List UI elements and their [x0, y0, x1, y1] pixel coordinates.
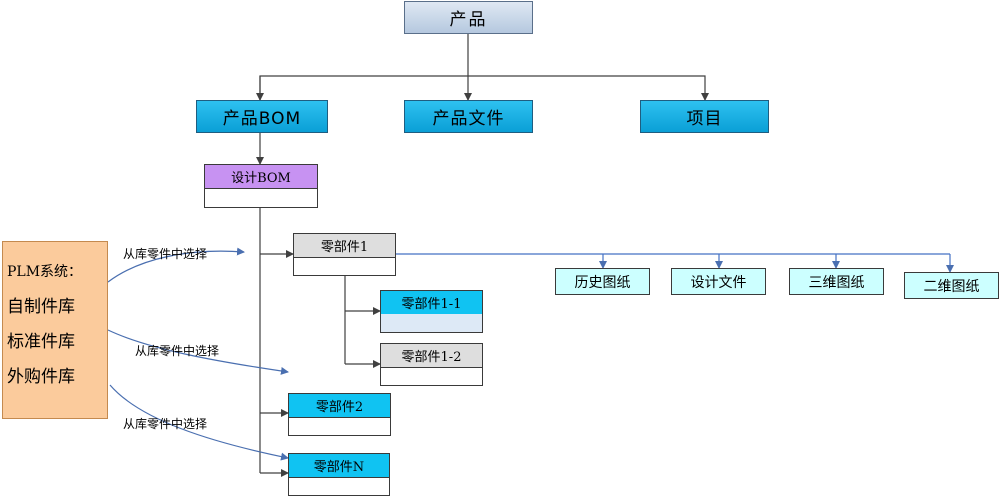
node-part-2-label: 零部件2	[289, 394, 390, 418]
node-part-2: 零部件2	[288, 393, 391, 436]
doc-2d-drawing: 二维图纸	[904, 272, 999, 299]
node-part-1-1-label: 零部件1-1	[381, 291, 482, 315]
doc-design-file-label: 设计文件	[690, 274, 747, 291]
node-project: 项目	[640, 100, 769, 133]
node-design-bom: 设计BOM	[204, 164, 318, 208]
doc-design-file: 设计文件	[671, 268, 766, 295]
plm-library-self-made: 自制件库	[7, 297, 75, 317]
doc-3d-drawing: 三维图纸	[789, 268, 884, 295]
node-part-1-2-label: 零部件1-2	[381, 344, 482, 368]
node-product: 产品	[404, 1, 533, 34]
doc-history-drawing: 历史图纸	[555, 268, 650, 295]
node-product-bom: 产品BOM	[196, 100, 328, 133]
select-note-2: 从库零件中选择	[135, 344, 220, 358]
doc-2d-drawing-label: 二维图纸	[923, 278, 980, 295]
node-part-1-2: 零部件1-2	[380, 343, 483, 386]
node-part-1-label: 零部件1	[294, 234, 395, 258]
plm-library-standard: 标准件库	[7, 332, 75, 352]
plm-system-box: PLM系统： 自制件库 标准件库 外购件库	[2, 241, 108, 419]
node-part-1: 零部件1	[293, 233, 396, 276]
node-project-label: 项目	[686, 109, 723, 129]
node-product-label: 产品	[449, 10, 488, 30]
node-product-files: 产品文件	[404, 100, 533, 133]
node-part-n-label: 零部件N	[289, 454, 389, 478]
doc-history-drawing-label: 历史图纸	[574, 274, 631, 291]
doc-3d-drawing-label: 三维图纸	[808, 274, 865, 291]
plm-library-purchased: 外购件库	[7, 367, 75, 387]
select-note-1: 从库零件中选择	[123, 247, 208, 261]
select-note-3: 从库零件中选择	[123, 417, 208, 431]
node-part-n: 零部件N	[288, 453, 390, 496]
node-product-files-label: 产品文件	[432, 109, 505, 129]
plm-title: PLM系统：	[7, 264, 83, 280]
node-part-1-1: 零部件1-1	[380, 290, 483, 333]
node-design-bom-label: 设计BOM	[205, 165, 317, 189]
node-product-bom-label: 产品BOM	[222, 109, 302, 129]
